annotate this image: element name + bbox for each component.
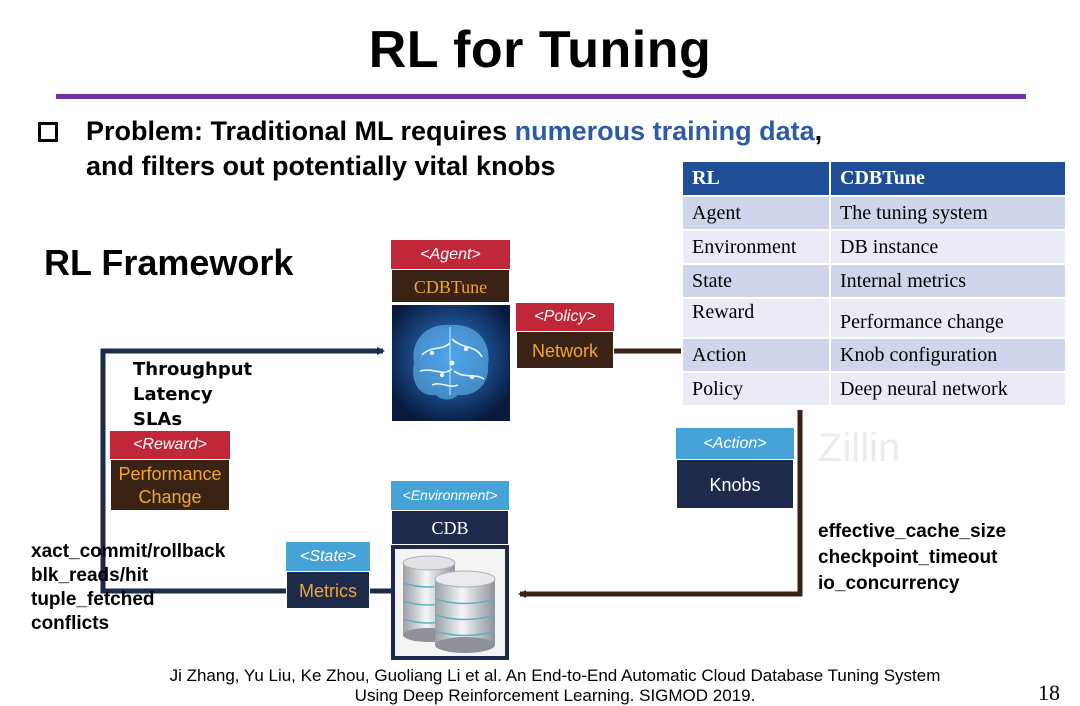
reward-signal: Latency xyxy=(133,384,213,405)
policy-tag: <Policy> xyxy=(516,303,614,331)
table-header: CDBTune xyxy=(829,160,1067,197)
table-cell: State xyxy=(681,263,831,299)
reward-signals: Throughput Latency SLAs xyxy=(133,357,252,432)
problem-suffix: , xyxy=(814,116,823,146)
watermark: Zillin xyxy=(818,426,901,470)
table-row: Agent The tuning system xyxy=(681,195,1067,231)
reward-signal: Throughput xyxy=(133,359,253,380)
state-name: Metrics xyxy=(286,571,370,609)
reward-name-line1: Performance xyxy=(118,464,222,484)
state-signal: conflicts xyxy=(31,613,110,634)
citation-line1: Ji Zhang, Yu Liu, Ke Zhou, Guoliang Li e… xyxy=(169,666,941,685)
table-header-row: RL CDBTune xyxy=(681,160,1067,197)
reward-name: Performance Change xyxy=(110,459,230,511)
table-cell: Reward xyxy=(681,297,831,339)
table-row: Action Knob configuration xyxy=(681,337,1067,373)
slide-title: RL for Tuning xyxy=(368,21,712,79)
table-cell: The tuning system xyxy=(829,195,1067,231)
table-cell: Performance change xyxy=(829,297,1067,339)
bullet-square-icon xyxy=(38,122,58,142)
action-arrow xyxy=(518,410,803,598)
table-cell: Deep neural network xyxy=(829,371,1067,407)
table-cell: Action xyxy=(681,337,831,373)
page-number: 18 xyxy=(1038,680,1060,705)
state-signal: blk_reads/hit xyxy=(31,565,149,586)
reward-signal: SLAs xyxy=(133,409,183,430)
reward-name-line2: Change xyxy=(138,487,202,507)
knob-item: effective_cache_size xyxy=(818,521,1007,542)
policy-name: Network xyxy=(516,331,614,369)
action-name: Knobs xyxy=(676,459,794,509)
state-signals: xact_commit/rollback blk_reads/hit tuple… xyxy=(31,540,225,636)
reward-tag: <Reward> xyxy=(110,431,230,459)
table-cell: Environment xyxy=(681,229,831,265)
feedback-arrow xyxy=(100,347,385,594)
problem-statement: Problem: Traditional ML requires numerou… xyxy=(86,114,1016,184)
action-tag: <Action> xyxy=(676,428,794,459)
problem-line2: and filters out potentially vital knobs xyxy=(86,151,556,181)
state-signal: tuple_fetched xyxy=(31,589,155,610)
table-cell: Knob configuration xyxy=(829,337,1067,373)
table-row: Policy Deep neural network xyxy=(681,371,1067,407)
title-divider xyxy=(56,94,1026,99)
agent-tag: <Agent> xyxy=(391,240,510,269)
table-cell: Agent xyxy=(681,195,831,231)
citation-line2: Using Deep Reinforcement Learning. SIGMO… xyxy=(354,686,756,705)
brain-icon xyxy=(392,305,510,421)
table-cell: DB instance xyxy=(829,229,1067,265)
knob-item: io_concurrency xyxy=(818,573,960,594)
database-icon xyxy=(391,545,509,660)
table-row: Reward Performance change xyxy=(681,297,1067,339)
agent-name: CDBTune xyxy=(391,269,510,303)
rl-mapping-table: RL CDBTune Agent The tuning system Envir… xyxy=(681,160,1067,407)
citation: Ji Zhang, Yu Liu, Ke Zhou, Guoliang Li e… xyxy=(0,666,1080,706)
table-row: State Internal metrics xyxy=(681,263,1067,299)
knob-item: checkpoint_timeout xyxy=(818,547,998,568)
table-cell: Internal metrics xyxy=(829,263,1067,299)
table-row: Environment DB instance xyxy=(681,229,1067,265)
action-knobs: effective_cache_size checkpoint_timeout … xyxy=(818,519,1006,597)
problem-highlight: numerous training data xyxy=(514,116,815,146)
db-cylinder-front xyxy=(434,570,496,653)
environment-name: CDB xyxy=(391,510,509,545)
table-cell: Policy xyxy=(681,371,831,407)
problem-prefix: Problem: Traditional ML requires xyxy=(86,116,515,146)
table-header: RL xyxy=(681,160,831,197)
framework-title: RL Framework xyxy=(44,242,294,283)
state-signal: xact_commit/rollback xyxy=(31,541,226,562)
state-tag: <State> xyxy=(286,542,370,571)
environment-tag: <Environment> xyxy=(391,481,509,510)
